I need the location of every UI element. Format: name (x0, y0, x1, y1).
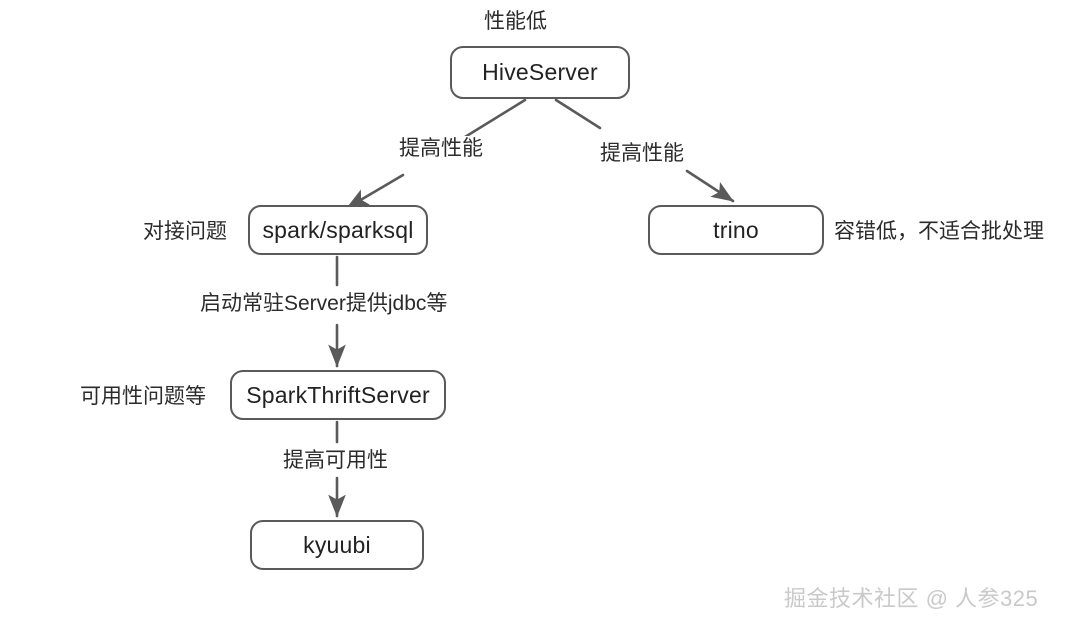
edge-label-sts-to-kyuubi: 提高可用性 (280, 448, 391, 474)
node-spark-sparksql[interactable]: spark/sparksql (248, 205, 428, 255)
label-spark-note: 对接问题 (143, 220, 227, 243)
node-kyuubi[interactable]: kyuubi (250, 520, 424, 570)
node-kyuubi-label: kyuubi (303, 531, 371, 558)
label-trino-note: 容错低，不适合批处理 (834, 220, 1044, 243)
node-trino[interactable]: trino (648, 205, 824, 255)
label-hiveserver-note: 性能低 (484, 10, 547, 33)
node-sparkthriftserver-label: SparkThriftServer (246, 381, 430, 408)
watermark: 掘金技术社区 @ 人参325 (784, 586, 1039, 611)
node-hiveserver-label: HiveServer (482, 59, 598, 85)
edge-label-spark-to-sts: 启动常驻Server提供jdbc等 (197, 291, 451, 317)
node-spark-sparksql-label: spark/sparksql (262, 216, 414, 243)
node-hiveserver[interactable]: HiveServer (450, 46, 630, 99)
label-sparkthriftserver-note: 可用性问题等 (80, 385, 206, 408)
node-sparkthriftserver[interactable]: SparkThriftServer (230, 370, 446, 420)
edge-label-hive-to-trino: 提高性能 (597, 141, 687, 167)
edge-label-hive-to-spark: 提高性能 (396, 136, 486, 162)
node-trino-label: trino (713, 216, 759, 243)
